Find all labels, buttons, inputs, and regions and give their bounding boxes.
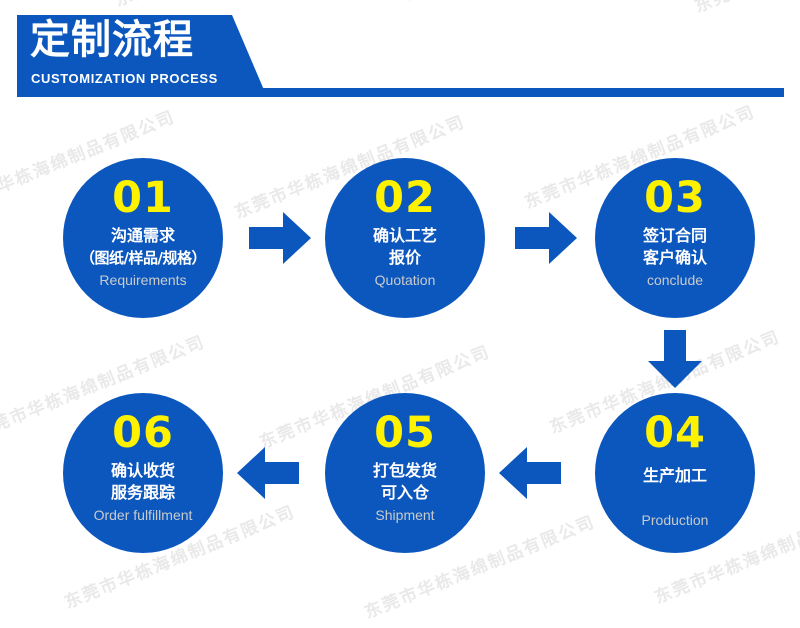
process-step-04[interactable]: 04 生产加工 Production: [595, 393, 755, 553]
step-label-cn-line2: 报价: [388, 248, 421, 267]
step-label-en: Production: [641, 512, 709, 528]
process-step-01[interactable]: 01 沟通需求 （图纸/样品/规格） Requirements: [63, 158, 223, 318]
step-label-en: conclude: [646, 272, 704, 288]
step-number: 04: [644, 408, 706, 458]
banner-shape: [17, 15, 267, 97]
page-subtitle: CUSTOMIZATION PROCESS: [31, 71, 218, 86]
arrow-right-icon: [515, 212, 577, 264]
process-step-05[interactable]: 05 打包发货 可入仓 Shipment: [325, 393, 485, 553]
process-step-02[interactable]: 02 确认工艺 报价 Quotation: [325, 158, 485, 318]
arrow-left-icon: [499, 447, 561, 499]
banner-underline-bar: [17, 88, 784, 97]
step-label-cn-line1: 沟通需求: [110, 226, 175, 245]
process-step-03[interactable]: 03 签订合同 客户确认 conclude: [595, 158, 755, 318]
step-label-en: Order fulfillment: [93, 507, 193, 523]
page-title: 定制流程: [30, 17, 194, 63]
process-step-06[interactable]: 06 确认收货 服务跟踪 Order fulfillment: [63, 393, 223, 553]
step-number: 06: [112, 408, 174, 458]
step-label-cn-line2: 可入仓: [380, 483, 429, 502]
arrow-right-icon: [249, 212, 311, 264]
step-label-cn-line2: （图纸/样品/规格）: [80, 249, 206, 267]
step-number: 01: [112, 173, 174, 223]
step-number: 02: [374, 173, 436, 223]
step-label-cn-line1: 生产加工: [642, 466, 707, 485]
step-label-en: Shipment: [375, 507, 435, 523]
step-label-cn-line1: 打包发货: [372, 461, 437, 480]
step-label-cn-line1: 确认收货: [110, 461, 175, 480]
arrow-left-icon: [237, 447, 299, 499]
step-number: 03: [644, 173, 706, 223]
step-label-en: Quotation: [374, 272, 436, 288]
step-label-cn-line2: 客户确认: [642, 248, 707, 267]
step-label-en: Requirements: [99, 272, 187, 288]
step-label-cn-line1: 签订合同: [642, 226, 707, 245]
step-label-cn-line2: 服务跟踪: [110, 483, 175, 502]
step-number: 05: [374, 408, 436, 458]
step-label-cn-line1: 确认工艺: [372, 226, 437, 245]
arrow-down-icon: [648, 330, 702, 388]
header-banner: 定制流程 CUSTOMIZATION PROCESS: [0, 0, 800, 120]
